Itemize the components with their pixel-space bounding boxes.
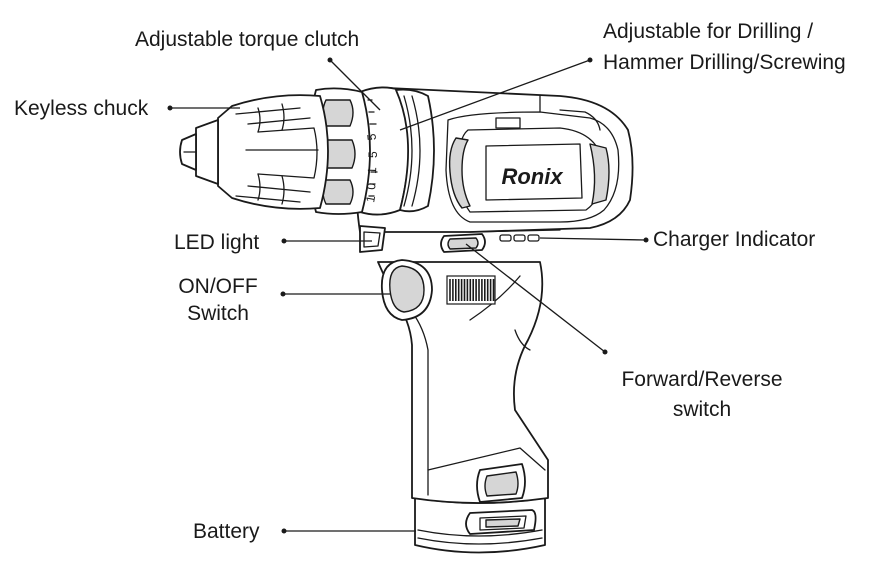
label-onoff-line2: Switch [187,302,249,325]
clutch-scale: 1 0 1 5 5 [363,133,380,204]
grip-texture [446,275,496,305]
label-charger-indicator: Charger Indicator [653,228,815,251]
keyless-chuck [179,94,329,210]
clutch-scale-number: 1 [365,167,379,174]
handle [377,261,549,504]
leader-lines [167,57,649,534]
label-fr-line2: switch [673,398,731,421]
clutch-scale-number: 5 [366,151,380,158]
battery-pack [414,497,546,554]
clutch-scale-number: 1 [363,194,378,203]
label-torque-clutch: Adjustable torque clutch [135,28,359,51]
led-light [359,225,386,253]
clutch-scale-number: 0 [364,182,379,190]
label-fr-line1: Forward/Reverse [621,368,782,391]
charger-indicator-leds [499,234,540,242]
label-led-light: LED light [174,231,259,254]
label-mode-line1: Adjustable for Drilling / [603,20,813,43]
clutch-scale-number: 5 [364,133,379,141]
label-keyless-chuck: Keyless chuck [14,97,149,120]
label-battery: Battery [193,520,260,543]
label-mode-line2: Hammer Drilling/Screwing [603,51,846,74]
callout-labels: Keyless chuck Adjustable torque clutch A… [14,20,846,543]
forward-reverse-switch [440,233,486,253]
label-onoff-line1: ON/OFF [178,275,257,298]
brand-logo: Ronix [501,164,563,189]
trigger-switch [380,259,433,321]
